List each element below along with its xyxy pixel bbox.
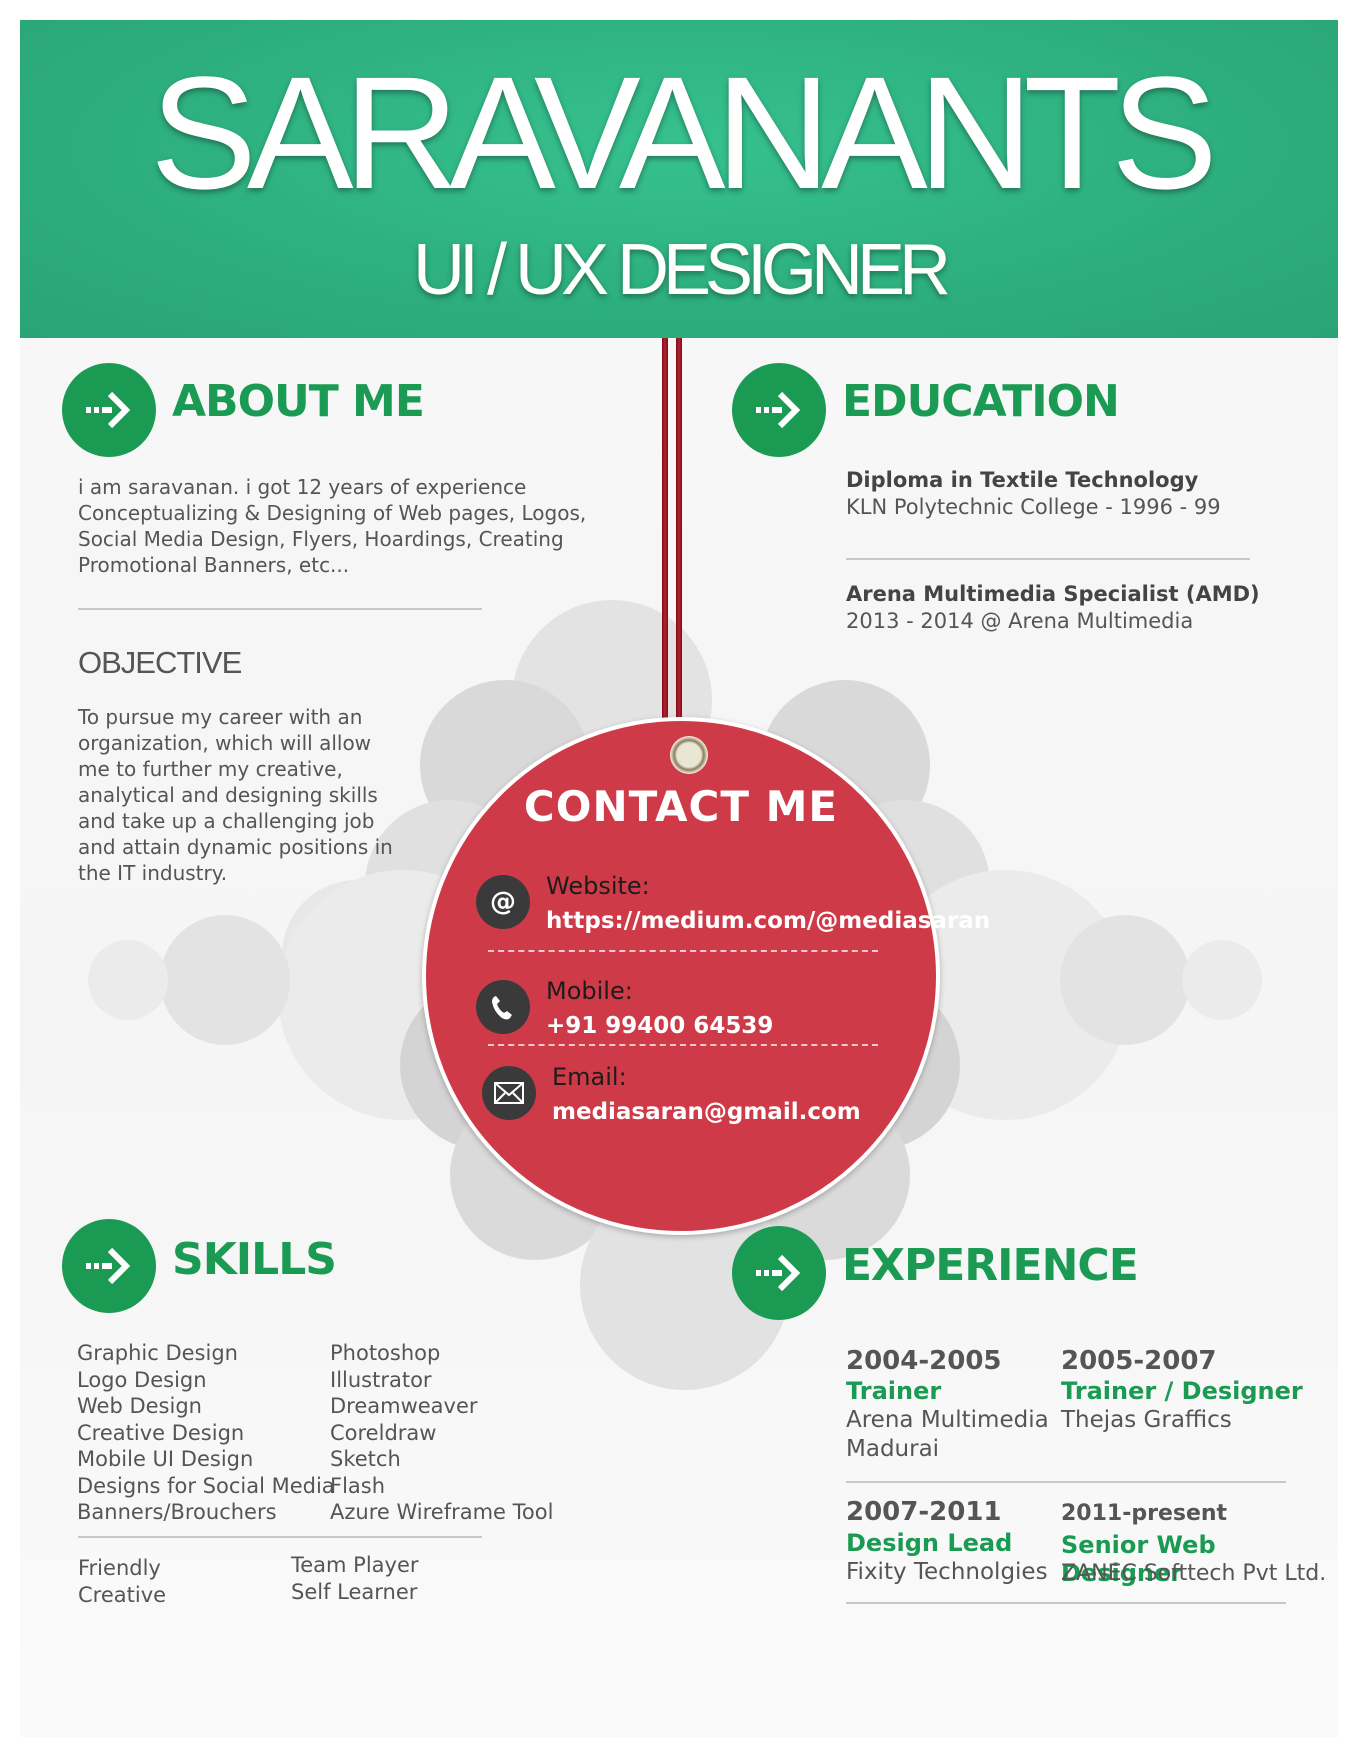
list-item: Illustrator [330,1367,432,1392]
arrow-right-icon [732,363,826,457]
contact-tag [422,717,940,1235]
skills-title: SKILLS [172,1234,337,1285]
list-item: Creative [78,1582,167,1607]
experience-role: Senior Web Designer [1061,1531,1216,1587]
tag-strings [660,338,690,738]
list-item: Self Learner [291,1579,418,1604]
soft-skills-list: Friendly Creative [78,1555,166,1608]
list-item: Mobile UI Design [77,1447,254,1471]
experience-year: 2007-2011 [846,1497,1002,1527]
soft-skills-list: Team Player Self Learner [291,1552,419,1605]
envelope-icon [482,1066,536,1120]
divider [78,1536,482,1538]
skills-list-primary: Graphic Design Logo Design Web Design Cr… [77,1340,335,1526]
email-label: Email: [552,1063,627,1091]
experience-role: Design Lead [846,1529,1013,1557]
objective-title: OBJECTIVE [78,645,242,680]
divider [846,1481,1286,1483]
experience-company: ZANEC Softtech Pvt Ltd. [1061,1561,1327,1586]
education-item-title: Arena Multimedia Specialist (AMD) [846,582,1260,606]
list-item: Coreldraw [330,1420,437,1445]
about-title: ABOUT ME [172,376,425,427]
education-item-sub: 2013 - 2014 @ Arena Multimedia [846,609,1194,633]
objective-text: To pursue my career with an organization… [78,705,393,885]
about-text: i am saravanan. i got 12 years of experi… [78,475,587,577]
experience-title: EXPERIENCE [842,1240,1139,1291]
list-item: Graphic Design [77,1341,238,1365]
experience-year: 2011-present [1061,1501,1228,1526]
mobile-label: Mobile: [546,977,633,1005]
divider [846,558,1250,560]
list-item: Photoshop [330,1341,441,1365]
header-banner: SARAVANANTS UI / UX DESIGNER [20,20,1338,338]
experience-year: 2004-2005 [846,1346,1002,1376]
experience-company: Thejas Graffics [1061,1407,1232,1433]
list-item: Creative Design [77,1420,245,1445]
list-item: Web Design [77,1394,202,1418]
education-item-sub: KLN Polytechnic College - 1996 - 99 [846,495,1221,519]
divider [78,608,482,610]
education-item-title: Diploma in Textile Technology [846,468,1199,492]
list-item: Dreamweaver [330,1394,478,1418]
at-icon: @ [476,875,530,929]
candidate-name: SARAVANANTS [150,43,1218,222]
arrow-right-icon [62,1219,156,1313]
list-item: Sketch [330,1447,401,1471]
candidate-role: UI / UX DESIGNER [412,230,951,310]
website-link[interactable]: https://medium.com/@mediasaran [546,908,991,934]
experience-role: Trainer [846,1377,942,1405]
dashed-divider [488,950,878,952]
skills-list-tools: Photoshop Illustrator Dreamweaver Coreld… [330,1340,553,1526]
experience-role: Trainer / Designer [1061,1377,1303,1405]
tag-eyelet [670,736,708,774]
education-title: EDUCATION [842,376,1120,427]
list-item: Azure Wireframe Tool [330,1500,554,1524]
phone-icon [476,980,530,1034]
email-address[interactable]: mediasaran@gmail.com [552,1099,861,1125]
arrow-right-icon [732,1226,826,1320]
list-item: Designs for Social Media [77,1473,335,1498]
mobile-number[interactable]: +91 99400 64539 [546,1013,774,1039]
resume-page: SARAVANANTS UI / UX DESIGNER ABOUT ME i … [20,20,1338,1737]
list-item: Team Player [291,1553,419,1577]
list-item: Logo Design [77,1367,207,1392]
experience-company: Fixity Technolgies [846,1559,1048,1585]
website-label: Website: [546,872,650,900]
arrow-right-icon [62,363,156,457]
list-item: Flash [330,1473,386,1498]
divider [846,1602,1286,1604]
experience-year: 2005-2007 [1061,1346,1217,1376]
list-item: Banners/Brouchers [77,1500,277,1524]
contact-title: CONTACT ME [523,782,839,831]
dashed-divider [488,1044,878,1046]
experience-company: Arena Multimedia Madurai [846,1407,1049,1462]
list-item: Friendly [78,1556,161,1580]
